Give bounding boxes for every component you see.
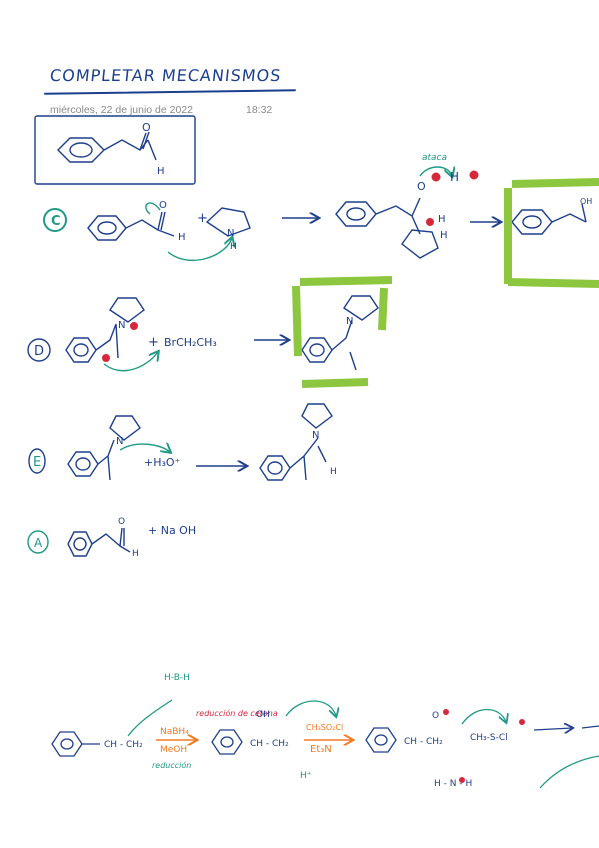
note-time: 18:32 [246,104,273,116]
note-date: miércoles, 22 de junio de 2022 [50,104,194,116]
svg-text:+ Na OH: + Na OH [148,524,196,537]
reaction-e [28,403,333,481]
svg-text:H: H [230,242,237,252]
svg-text:reducción de cetona: reducción de cetona [196,708,278,718]
svg-text:+: + [148,335,159,350]
svg-text:+: + [197,211,208,226]
svg-text:CH - CH₂: CH - CH₂ [250,739,289,749]
svg-text:OH: OH [580,197,592,206]
svg-text:MeOH: MeOH [160,745,187,755]
svg-text:D: D [34,344,44,359]
bottom-sequence [51,726,599,757]
svg-text:H: H [450,170,459,184]
svg-text:+H₃O⁺: +H₃O⁺ [144,456,181,469]
svg-text:H-B-H: H-B-H [164,673,190,683]
svg-text:OH: OH [256,710,270,720]
svg-text:O: O [417,180,426,193]
svg-text:N: N [118,320,125,331]
svg-text:E: E [33,455,41,470]
svg-text:BrCH₂CH₃: BrCH₂CH₃ [164,336,217,349]
svg-text:O: O [432,711,439,721]
reaction-a [27,527,131,557]
svg-text:CH₃SO₂Cl: CH₃SO₂Cl [306,723,343,732]
svg-text:NaBH₄: NaBH₄ [160,727,189,737]
svg-text:ataca: ataca [422,153,447,163]
svg-text:C: C [51,214,61,229]
svg-text:A: A [34,536,43,550]
svg-text:CH - CH₂: CH - CH₂ [104,740,143,750]
svg-text:H: H [132,549,139,559]
svg-text:O: O [142,121,151,134]
svg-text:H - N - H: H - N - H [434,779,472,789]
svg-text:H: H [157,166,165,177]
highlight-box-c [504,178,599,288]
svg-text:CH - CH₂: CH - CH₂ [404,737,443,747]
reaction-d [27,295,379,371]
reaction-c [43,197,587,259]
svg-text:H: H [440,230,448,241]
svg-text:H: H [178,232,186,243]
svg-text:Et₃N: Et₃N [310,744,332,755]
start-material-box [34,115,196,185]
svg-text:H⁺: H⁺ [300,771,312,781]
svg-text:N: N [346,316,353,327]
svg-text:O: O [159,200,167,211]
svg-text:N: N [116,436,123,447]
svg-text:H: H [438,214,446,225]
svg-text:N: N [227,228,234,239]
svg-text:O: O [118,517,125,527]
svg-text:N: N [312,430,319,441]
svg-text:CH₃-S-Cl: CH₃-S-Cl [470,733,508,743]
highlight-box-d [292,276,393,388]
svg-text:H: H [330,467,337,477]
svg-text:reducción: reducción [152,760,191,770]
